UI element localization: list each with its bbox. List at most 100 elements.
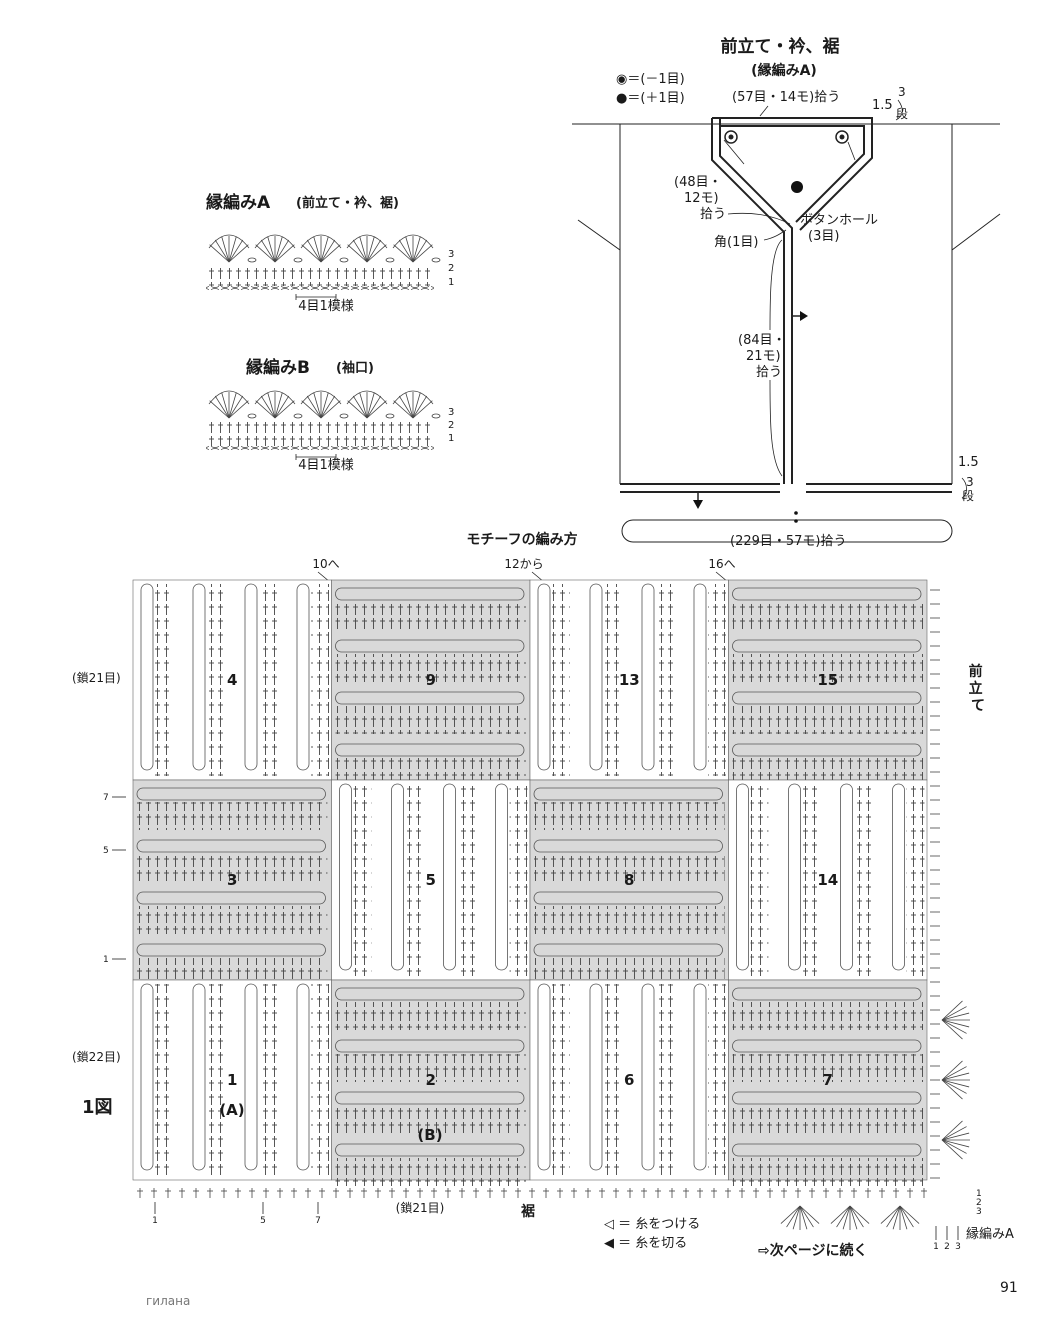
front-band-inner xyxy=(719,118,793,484)
svg-text:3: 3 xyxy=(966,475,974,489)
collar-outer xyxy=(712,117,873,231)
motif-cell xyxy=(529,579,729,781)
sleeve-left xyxy=(577,219,621,251)
marker-b: (B) xyxy=(417,1126,442,1144)
svg-text:(48目・: (48目・ xyxy=(674,175,722,190)
svg-text:1: 1 xyxy=(103,955,109,965)
svg-text:3: 3 xyxy=(448,407,454,418)
svg-text:(84目・: (84目・ xyxy=(738,333,786,348)
motif-chart: モチーフの編み方 10へ 12から 16へ 4 9 13 15 3 5 8 14… xyxy=(72,531,1014,1252)
svg-text:(袖口): (袖口) xyxy=(336,360,374,376)
svg-text:3: 3 xyxy=(976,1207,982,1217)
svg-text:拾う: 拾う xyxy=(756,365,782,380)
motif-edging-fans xyxy=(780,1000,970,1230)
motif-cell xyxy=(331,779,531,981)
decrease-marker-right xyxy=(835,130,849,144)
watermark: гилана xyxy=(146,1294,190,1308)
page-number: 91 xyxy=(1000,1280,1018,1296)
motif-cell xyxy=(132,579,332,781)
motif-cell-label: 1 xyxy=(227,1071,237,1089)
svg-text:1.5: 1.5 xyxy=(872,98,893,113)
motif-cell xyxy=(331,579,531,786)
front-band-label: 前 立 て xyxy=(969,663,988,714)
edging-a-title: 縁編みA xyxy=(206,192,271,213)
motif-cell-label: 15 xyxy=(817,671,838,689)
motif-cell xyxy=(132,779,332,986)
svg-text:2: 2 xyxy=(944,1242,950,1252)
motif-cell-label: 4 xyxy=(227,671,237,689)
schematic-title: 前立て・衿、裾 xyxy=(721,36,840,57)
motif-cell xyxy=(728,779,928,981)
hem-direction-arrow xyxy=(693,500,703,509)
motif-cell xyxy=(529,979,729,1181)
svg-text:3: 3 xyxy=(898,85,906,99)
hem-strip xyxy=(621,519,953,543)
continue-note: ⇨次ページに続く xyxy=(758,1242,867,1259)
motif-cell-label: 13 xyxy=(619,671,640,689)
legend-increase: ●＝(＋1目) xyxy=(616,91,685,106)
svg-text:16へ: 16へ xyxy=(708,557,735,571)
svg-text:5: 5 xyxy=(103,846,109,856)
edging-b-fans xyxy=(208,390,441,419)
svg-text:1: 1 xyxy=(933,1242,939,1252)
svg-text:1.5: 1.5 xyxy=(958,455,979,470)
edging-a-chart: 縁編みA (前立て・衿、裾) 3 2 1 4目1模様 xyxy=(206,192,454,314)
legend-attach: ◁ ＝ 糸をつける xyxy=(604,1217,700,1232)
legend-decrease: ◉＝(－1目) xyxy=(616,72,685,87)
motif-cell xyxy=(728,979,928,1186)
motif-cell-label: 2 xyxy=(426,1071,436,1089)
svg-text:段: 段 xyxy=(962,488,974,503)
sleeve-right xyxy=(951,213,1001,251)
svg-text:1: 1 xyxy=(448,433,454,444)
motif-cell-label: 14 xyxy=(817,871,838,889)
motif-cell xyxy=(728,579,928,786)
motif-cell xyxy=(331,979,531,1186)
svg-text:12から: 12から xyxy=(504,557,543,571)
motif-cell-label: 6 xyxy=(624,1071,634,1089)
increase-marker xyxy=(791,181,803,193)
legend-cut: ◀ ＝ 糸を切る xyxy=(604,1236,687,1251)
motif-cell-label: 8 xyxy=(624,871,634,889)
svg-text:2: 2 xyxy=(448,263,454,274)
figure-label: 1図 xyxy=(82,1097,113,1118)
svg-text:(鎖21目): (鎖21目) xyxy=(72,670,121,685)
svg-text:拾う: 拾う xyxy=(700,207,726,222)
svg-text:3: 3 xyxy=(448,249,454,260)
schematic-subtitle: (縁編みA) xyxy=(751,62,817,79)
edging-b-title: 縁編みB xyxy=(246,357,310,378)
label-corner: 角(1目) xyxy=(714,235,758,250)
motif-cell-label: 7 xyxy=(823,1071,833,1089)
band-direction-arrow xyxy=(800,311,808,321)
svg-text:1: 1 xyxy=(976,1189,982,1199)
decrease-marker-left xyxy=(724,130,738,144)
marker-a: (A) xyxy=(219,1101,244,1119)
motif-grid xyxy=(132,579,940,1198)
motif-cell-label: 5 xyxy=(426,871,436,889)
motif-title: モチーフの編み方 xyxy=(466,531,577,548)
label-buttonhole: ボタンホール xyxy=(800,213,878,228)
motif-cell xyxy=(529,779,729,986)
schematic: 前立て・衿、裾 (縁編みA) ◉＝(－1目) ●＝(＋1目) xyxy=(572,36,1001,549)
motif-cell-label: 3 xyxy=(227,871,237,889)
svg-text:2: 2 xyxy=(976,1198,982,1208)
svg-text:(鎖22目): (鎖22目) xyxy=(72,1049,121,1064)
motif-cell-label: 9 xyxy=(426,671,436,689)
hem-label: 裾 xyxy=(521,1203,535,1220)
svg-text:7: 7 xyxy=(315,1216,321,1226)
svg-text:3: 3 xyxy=(955,1242,961,1252)
motif-cell xyxy=(132,979,332,1181)
svg-text:2: 2 xyxy=(448,420,454,431)
edging-a-reference: 縁編みA xyxy=(966,1226,1014,1242)
svg-text:1: 1 xyxy=(448,277,454,288)
svg-text:10へ: 10へ xyxy=(312,557,339,571)
svg-text:12モ): 12モ) xyxy=(684,191,719,206)
front-band-outer xyxy=(711,118,785,484)
edging-a-repeat: 4目1模様 xyxy=(298,299,354,314)
collar-inner xyxy=(720,125,865,223)
svg-text:5: 5 xyxy=(260,1216,266,1226)
svg-text:7: 7 xyxy=(103,793,109,803)
label-hem-pickup: (229目・57モ)拾う xyxy=(730,534,847,549)
edging-b-chart: 縁編みB (袖口) 3 2 1 4目1模様 xyxy=(206,357,454,473)
svg-text:1: 1 xyxy=(152,1216,158,1226)
